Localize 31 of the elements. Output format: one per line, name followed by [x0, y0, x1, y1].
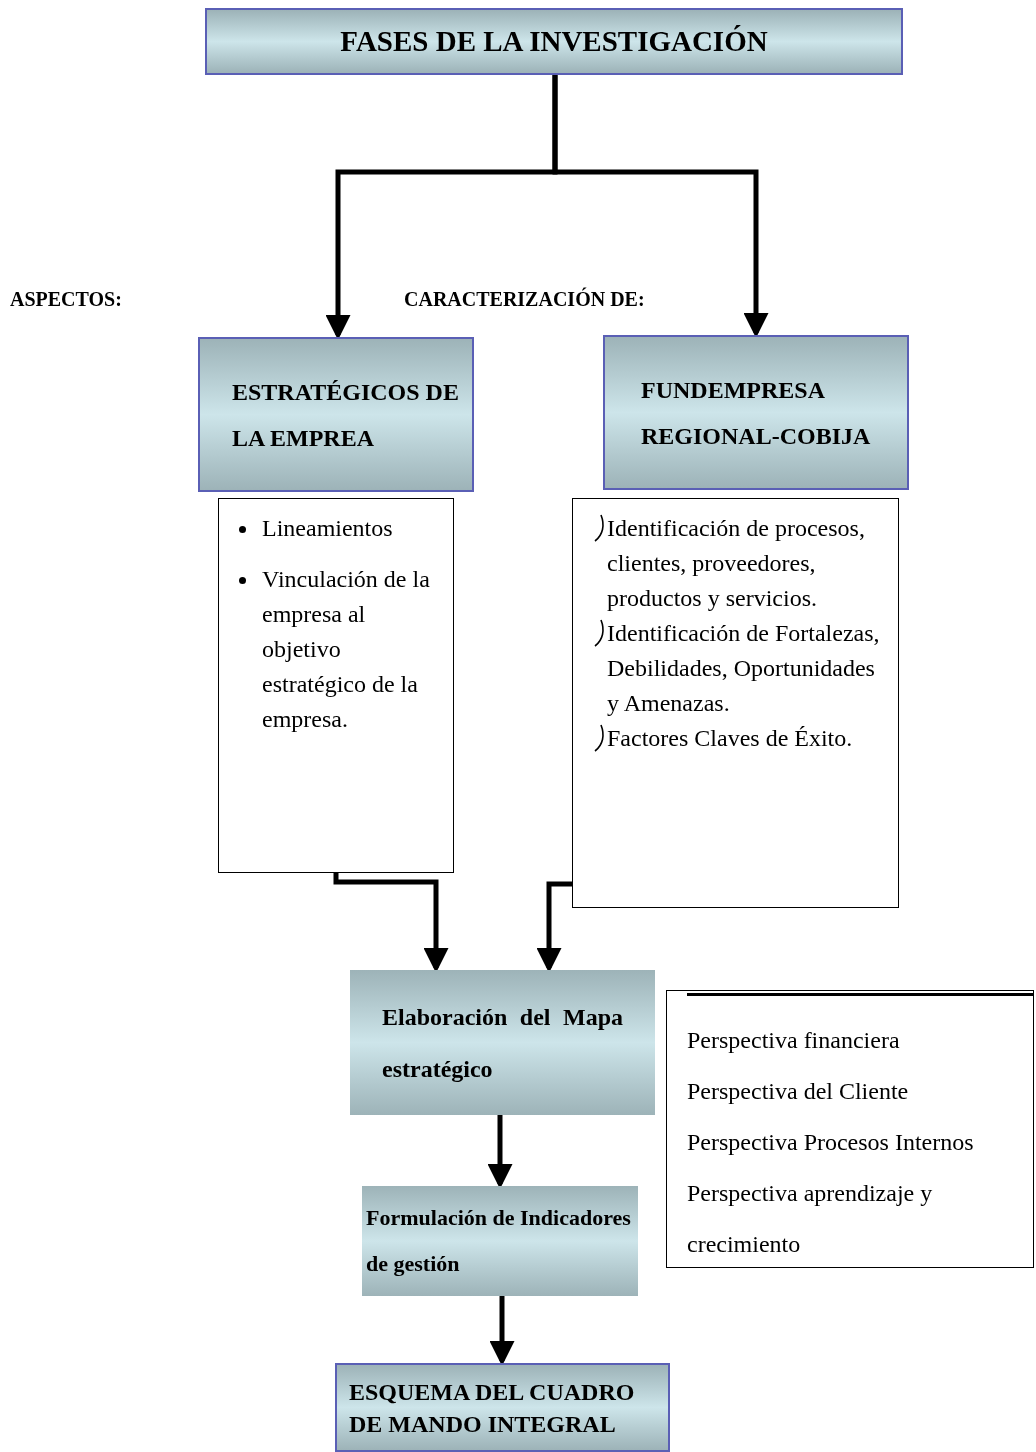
- list-item: Perspectiva Procesos Internos: [687, 1128, 975, 1157]
- process-box: [362, 1186, 638, 1296]
- text-box: [218, 498, 454, 873]
- box-title: FASES DE LA INVESTIGACIÓN: [340, 23, 768, 59]
- box-title: ESTRATÉGICOS DE LA EMPREA: [232, 377, 460, 453]
- arrow: [536, 881, 572, 973]
- list-item: Vinculación de la empresa al objetivo estratégico de la empresa.: [262, 565, 431, 734]
- arrow: [333, 873, 449, 973]
- section-label: ASPECTOS:: [10, 287, 123, 312]
- box-title: Elaboración del Mapa estratégico: [382, 1002, 623, 1084]
- list-item: Identificación de Fortalezas, Debilidades, Oportunidades y Amenazas.: [607, 619, 881, 718]
- list-item: Perspectiva aprendizaje y crecimiento: [687, 1179, 934, 1259]
- process-box: [198, 337, 474, 492]
- list-item: Perspectiva financiera: [687, 1026, 901, 1055]
- box-title: Formulación de Indicadores de gestión: [366, 1204, 632, 1278]
- arrow: [489, 1296, 515, 1366]
- process-box: [335, 1363, 670, 1452]
- list-item: Lineamientos: [262, 514, 393, 543]
- box-title: FUNDEMPRESA REGIONAL-COBIJA: [641, 375, 872, 451]
- box-title: ESQUEMA DEL CUADRO DE MANDO INTEGRAL: [349, 1377, 636, 1439]
- list-item: Perspectiva del Cliente: [687, 1077, 910, 1106]
- text-box: [666, 990, 1034, 1268]
- text-box: [572, 498, 899, 908]
- process-box: [205, 8, 903, 75]
- arrow: [487, 1115, 513, 1189]
- process-box: [603, 335, 909, 490]
- process-box: [350, 970, 655, 1115]
- list-item: Factores Claves de Éxito.: [607, 724, 853, 753]
- arrow: [552, 75, 769, 338]
- list-item: Identificación de procesos, clientes, proveedores, productos y servicios.: [607, 514, 866, 613]
- section-label: CARACTERIZACIÓN DE:: [404, 286, 646, 312]
